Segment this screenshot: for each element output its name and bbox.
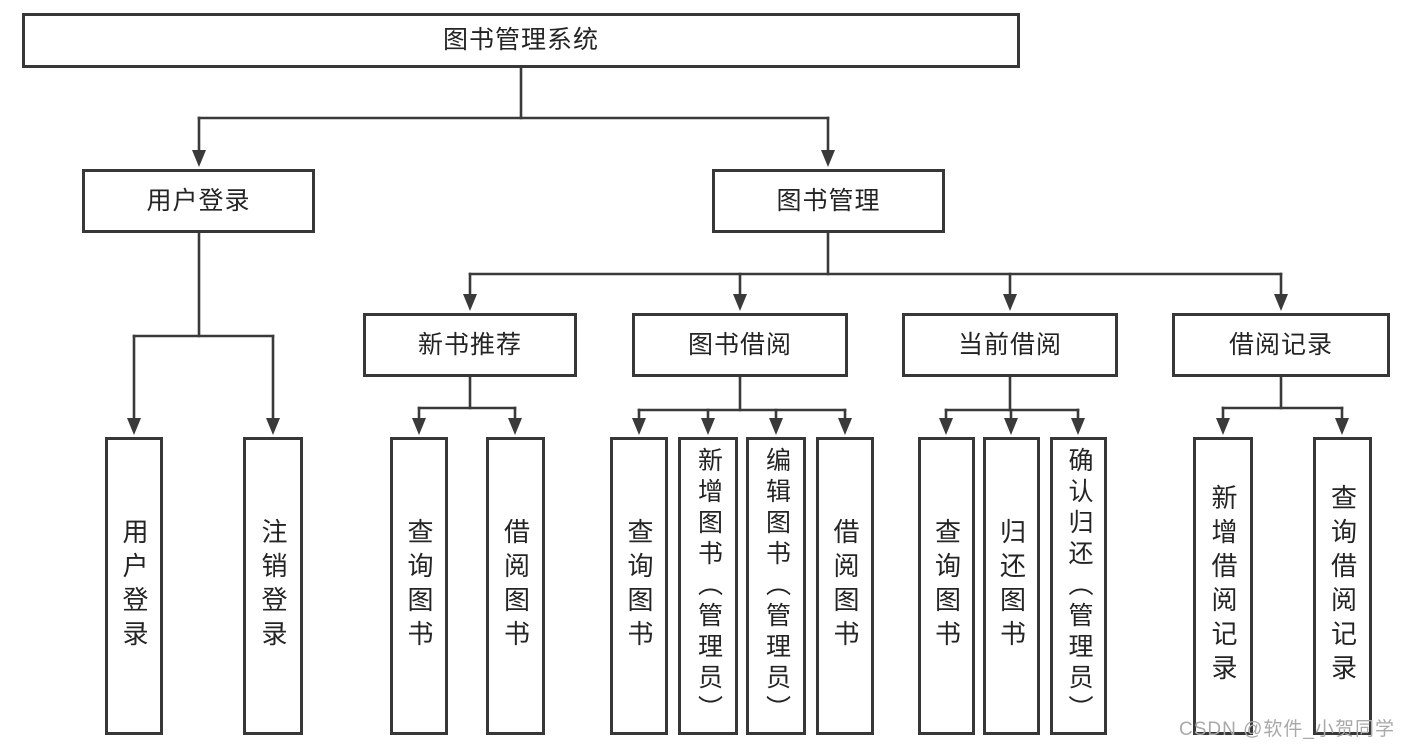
leaf-add-books-admin: 新增图书（管理员） (678, 437, 738, 735)
leaf-add-borrow-record: 新增借阅记录 (1193, 437, 1253, 735)
leaf-user-login: 用户登录 (105, 437, 163, 735)
leaf-return-books: 归还图书 (983, 437, 1040, 735)
node-new-book-recommendation: 新书推荐 (363, 313, 577, 377)
leaf-borrow-books-recommend: 借阅图书 (486, 437, 545, 735)
node-current-borrowing: 当前借阅 (902, 313, 1118, 377)
node-book-management: 图书管理 (712, 169, 945, 233)
leaf-query-books-borrow: 查询图书 (610, 437, 668, 735)
leaf-query-books-recommend: 查询图书 (390, 437, 448, 735)
csdn-watermark: CSDN @软件_小贺同学 (1179, 719, 1395, 740)
leaf-confirm-return-admin: 确认归还（管理员） (1050, 437, 1107, 735)
node-library-management-system: 图书管理系统 (22, 13, 1020, 68)
leaf-logout: 注销登录 (243, 437, 303, 735)
node-user-login: 用户登录 (82, 169, 315, 233)
node-book-borrowing: 图书借阅 (632, 313, 848, 377)
leaf-query-books-current: 查询图书 (918, 437, 975, 735)
leaf-edit-books-admin: 编辑图书（管理员） (746, 437, 806, 735)
node-borrowing-records: 借阅记录 (1172, 313, 1390, 377)
leaf-borrow-books: 借阅图书 (816, 437, 874, 735)
leaf-query-borrow-record: 查询借阅记录 (1313, 437, 1372, 735)
